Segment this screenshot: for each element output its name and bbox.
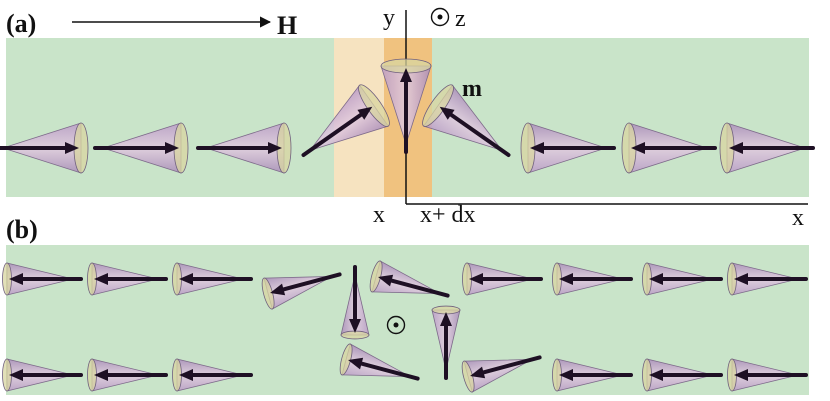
b-top-spin-8: [552, 262, 633, 296]
b-top-spin-3: [172, 262, 253, 296]
panel-a-label: (a): [6, 9, 36, 38]
b-top-spin-1: [2, 262, 83, 296]
y-axis-label: y: [383, 5, 395, 31]
b-bottom-spin-6: [461, 355, 542, 393]
b-bottom-spin-3: [172, 358, 253, 392]
panel-b-label: (b): [6, 215, 38, 244]
a-spin-5: [380, 58, 432, 154]
panel-b: (b): [2, 215, 809, 395]
b-top-spin-6: [369, 260, 450, 298]
a-spin-2: [93, 122, 189, 174]
moment-label: m: [462, 76, 482, 102]
z-axis-out-of-page-icon: [430, 7, 450, 27]
b-top-spin-5: [340, 265, 370, 340]
x-axis-label: x: [792, 205, 804, 231]
a-spin-1: [0, 122, 89, 174]
b-top-spin-4: [261, 272, 342, 310]
b-bottom-spin-9: [727, 358, 808, 392]
slab-right-label: x+ dx: [420, 202, 476, 228]
b-top-spin-7: [462, 262, 543, 296]
b-bottom-spin-7: [552, 358, 633, 392]
b-bottom-spin-5: [431, 305, 461, 380]
panel-a-spins: [0, 58, 815, 174]
z-axis-label: z: [455, 6, 466, 32]
b-bottom-spin-2: [87, 358, 168, 392]
a-spin-4: [301, 84, 390, 157]
b-top-spin-2: [87, 262, 168, 296]
slab-left-label: x: [373, 202, 385, 228]
a-spin-9: [719, 122, 815, 174]
a-spin-8: [621, 122, 717, 174]
field-label: H: [277, 11, 297, 40]
b-top-spin-9: [642, 262, 723, 296]
panel-a: (a) H y z x x x+ dx m: [0, 5, 815, 231]
b-bottom-spin-8: [642, 358, 723, 392]
b-bottom-spin-4: [339, 343, 420, 381]
a-spin-7: [520, 122, 616, 174]
a-spin-3: [196, 122, 292, 174]
center-out-of-page-icon: [386, 315, 406, 335]
b-bottom-spin-1: [2, 358, 83, 392]
b-top-spin-10: [727, 262, 808, 296]
a-spin-6: [422, 84, 511, 157]
panel-b-spins: [2, 260, 808, 393]
